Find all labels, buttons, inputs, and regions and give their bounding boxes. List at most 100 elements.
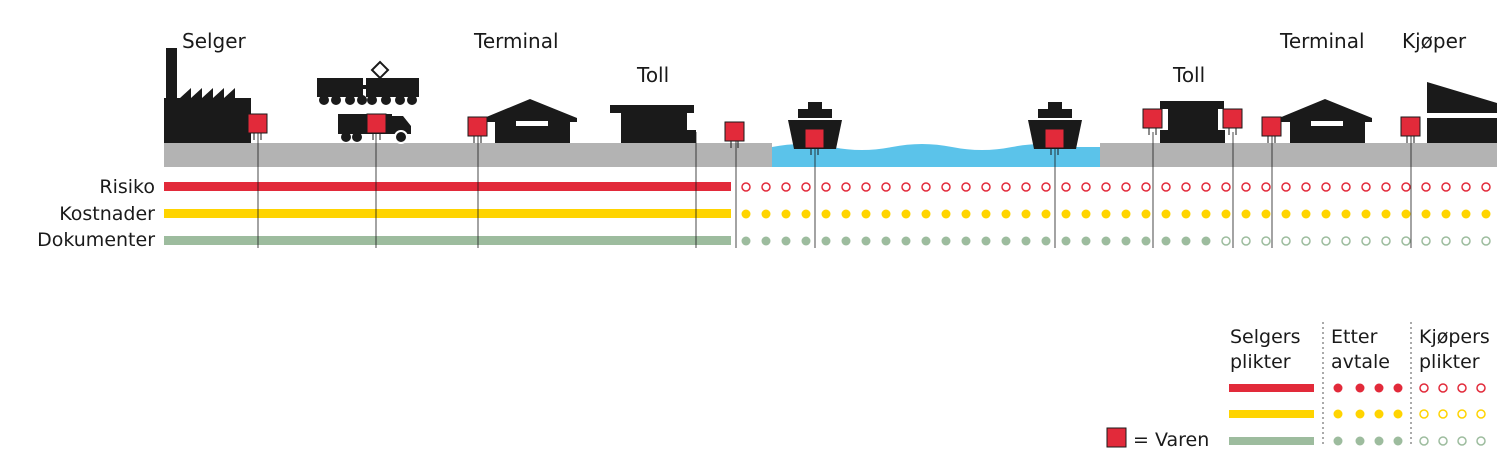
label-customs-left: Toll [636,63,669,87]
goods-marker-icon [1223,109,1242,135]
documents-filled-dot [762,237,771,246]
legend-open-dot [1439,410,1447,418]
documents-filled-dot [1082,237,1091,246]
costs-filled-dot [1062,210,1071,219]
risk-open-dot [1142,183,1150,191]
risk-open-dot [1122,183,1130,191]
documents-open-dot [1242,237,1250,245]
row-label-risk: Risiko [99,176,155,198]
documents-filled-dot [1062,237,1071,246]
legend-open-dot [1439,437,1447,445]
documents-filled-dot [882,237,891,246]
documents-seller-bar [164,236,731,245]
risk-open-dot [1202,183,1210,191]
legend-dots [1334,384,1486,446]
costs-filled-dot [962,210,971,219]
legend-open-dot [1477,384,1485,392]
costs-filled-dot [1022,210,1031,219]
documents-filled-dot [1002,237,1011,246]
costs-filled-dot [1462,210,1471,219]
risk-open-dot [1262,183,1270,191]
documents-filled-dot [1122,237,1131,246]
legend-by-agreement-1: Etter [1331,326,1378,348]
costs-filled-dot [822,210,831,219]
documents-filled-dot [1162,237,1171,246]
risk-open-dot [1482,183,1490,191]
risk-open-dot [1002,183,1010,191]
legend-seller-duties-2: plikter [1230,351,1291,373]
legend-open-dot [1477,410,1485,418]
documents-filled-dot [862,237,871,246]
legend-filled-dot [1375,437,1384,446]
costs-filled-dot [742,210,751,219]
risk-open-dot [1322,183,1330,191]
risk-open-dot [1042,183,1050,191]
costs-filled-dot [1042,210,1051,219]
costs-filled-dot [882,210,891,219]
costs-filled-dot [1002,210,1011,219]
goods-marker-icon [1262,117,1281,143]
risk-open-dot [882,183,890,191]
documents-open-dot [1382,237,1390,245]
legend-filled-dot [1356,437,1365,446]
buyer-building-icon [1427,82,1497,143]
costs-filled-dot [982,210,991,219]
documents-open-dot [1262,237,1270,245]
label-customs-right: Toll [1172,63,1205,87]
goods-marker-icon [1401,117,1420,143]
costs-filled-dot [1242,210,1251,219]
customs-building-icon [1160,101,1225,143]
risk-open-dot [1182,183,1190,191]
label-seller: Selger [182,29,247,53]
risk-open-dot [922,183,930,191]
costs-filled-dot [1282,210,1291,219]
documents-open-dot [1222,237,1230,245]
documents-open-dot [1402,237,1410,245]
customs-building-icon [610,105,696,143]
risk-open-dot [1342,183,1350,191]
costs-filled-dot [942,210,951,219]
documents-filled-dot [1102,237,1111,246]
documents-filled-dot [902,237,911,246]
costs-filled-dot [1442,210,1451,219]
risk-buyer-dots [742,183,1490,191]
ground-left [164,143,772,167]
row-label-costs: Kostnader [59,203,155,225]
costs-filled-dot [802,210,811,219]
legend-open-dot [1420,437,1428,445]
risk-open-dot [862,183,870,191]
costs-filled-dot [1422,210,1431,219]
goods-marker-icon [468,117,487,143]
costs-filled-dot [922,210,931,219]
warehouse-icon [484,99,577,143]
costs-seller-bar [164,209,731,218]
costs-filled-dot [782,210,791,219]
documents-open-dot [1282,237,1290,245]
documents-dots [742,237,1491,246]
costs-filled-dot [862,210,871,219]
risk-open-dot [842,183,850,191]
risk-open-dot [802,183,810,191]
risk-open-dot [762,183,770,191]
documents-filled-dot [982,237,991,246]
costs-filled-dot [1302,210,1311,219]
risk-open-dot [982,183,990,191]
documents-filled-dot [1042,237,1051,246]
costs-filled-dot [762,210,771,219]
costs-filled-dot [1162,210,1171,219]
documents-open-dot [1302,237,1310,245]
legend-open-dot [1420,410,1428,418]
train-icon [317,62,419,105]
legend-documents-bar [1229,437,1314,445]
risk-open-dot [1242,183,1250,191]
documents-open-dot [1422,237,1430,245]
legend-filled-dot [1394,410,1403,419]
documents-filled-dot [962,237,971,246]
goods-marker-icon [1143,109,1162,135]
costs-filled-dot [1322,210,1331,219]
risk-open-dot [1362,183,1370,191]
costs-filled-dot [902,210,911,219]
legend-filled-dot [1356,384,1365,393]
documents-filled-dot [742,237,751,246]
risk-open-dot [1102,183,1110,191]
